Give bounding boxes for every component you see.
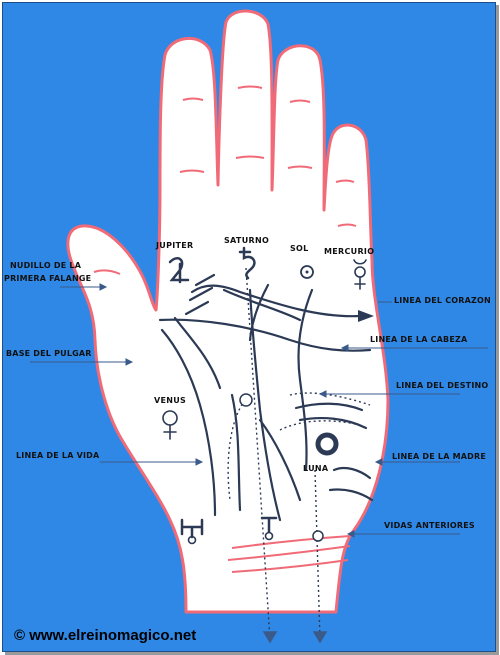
- label-linea-destino: LINEA DEL DESTINO: [396, 381, 489, 390]
- label-linea-cabeza: LINEA DE LA CABEZA: [370, 335, 468, 344]
- saturn-symbol: [238, 246, 256, 280]
- sun-label: SOL: [290, 244, 309, 253]
- label-linea-madre: LINEA DE LA MADRE: [392, 452, 486, 461]
- mercury-label: MERCURIO: [324, 247, 375, 256]
- label-linea-corazon: LINEA DEL CORAZON: [394, 296, 491, 305]
- wrist-circle-marker: [312, 530, 324, 542]
- uranus-symbol: [180, 518, 204, 539]
- venus-label: VENUS: [154, 396, 187, 405]
- label-vidas-anteriores: VIDAS ANTERIORES: [384, 521, 475, 530]
- palm-lines: [158, 273, 374, 522]
- label-nudillo-line2: PRIMERA FALANGE: [4, 274, 92, 283]
- jupiter-symbol: [168, 257, 190, 284]
- saturn-label: SATURNO: [224, 236, 270, 245]
- jupiter-label: JUPITER: [156, 241, 194, 250]
- heart-line-arrow-icon: [358, 310, 374, 322]
- moon-ring-marker: [315, 432, 339, 456]
- pluto-symbol: [260, 516, 278, 534]
- venus-symbol: [162, 410, 178, 440]
- head-line: [158, 318, 372, 352]
- center-circle-marker: [239, 393, 253, 407]
- label-base-pulgar: BASE DEL PULGAR: [6, 349, 92, 358]
- moon-label: LUNA: [303, 464, 329, 473]
- sun-symbol: [300, 265, 314, 279]
- bottom-arrows: [262, 631, 328, 644]
- hand-outline: [66, 9, 390, 614]
- finger-creases: [93, 85, 357, 573]
- mercury-symbol: [353, 259, 367, 290]
- label-arrows: [30, 283, 488, 538]
- label-linea-vida: LINEA DE LA VIDA: [16, 451, 100, 460]
- site-footer-link[interactable]: © www.elreinomagico.net: [14, 627, 197, 644]
- life-line: [160, 328, 217, 517]
- label-nudillo-line1: NUDILLO DE LA: [10, 261, 82, 270]
- planet-symbols: [162, 246, 367, 545]
